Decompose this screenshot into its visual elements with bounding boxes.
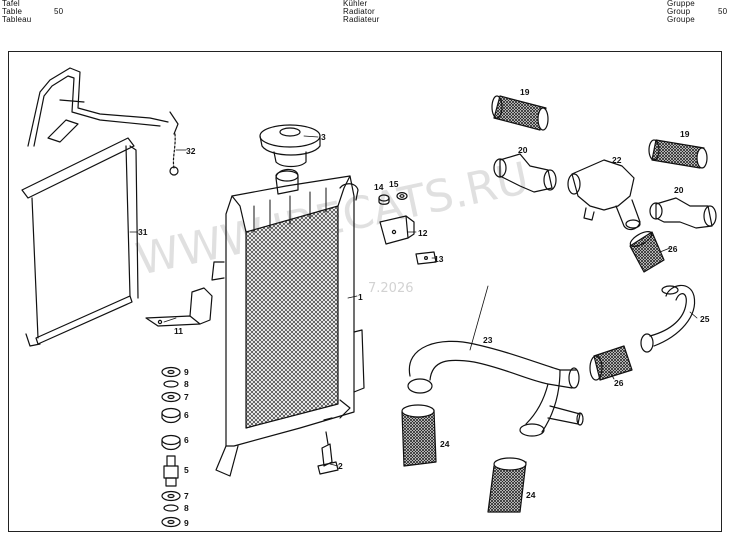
header-center-label-en: Radiator bbox=[343, 7, 375, 16]
part-13-plate bbox=[415, 251, 437, 265]
header-left-label-fr: Tableau bbox=[2, 15, 32, 24]
part-14-washer bbox=[378, 194, 390, 205]
diagram-frame bbox=[8, 51, 722, 532]
header-left-number: 50 bbox=[54, 7, 64, 16]
callout-11: 11 bbox=[174, 326, 183, 336]
part-3-radiator-cap bbox=[259, 124, 321, 168]
part-26-hose-upper bbox=[629, 231, 665, 273]
callout-7-top: 7 bbox=[184, 392, 189, 402]
header-right-label-de: Gruppe bbox=[667, 0, 695, 8]
part-12-angle-bracket bbox=[379, 215, 415, 245]
header-right-label-fr: Groupe bbox=[667, 15, 695, 24]
callout-6-bottom: 6 bbox=[184, 435, 189, 445]
callout-19-top: 19 bbox=[520, 87, 530, 97]
part-23-water-pipe bbox=[407, 340, 584, 437]
callout-9-top: 9 bbox=[184, 367, 189, 377]
header-left: Tafel Table Tableau bbox=[2, 0, 31, 24]
callout-1: 1 bbox=[358, 292, 363, 302]
part-11-bracket bbox=[145, 287, 213, 327]
part-24-hose-right bbox=[487, 457, 527, 513]
callout-26-upper: 26 bbox=[668, 244, 678, 254]
header-right-number: 50 bbox=[718, 7, 728, 16]
callout-9-bottom: 9 bbox=[184, 518, 189, 528]
callout-31: 31 bbox=[138, 227, 148, 237]
callout-26-lower: 26 bbox=[614, 378, 624, 388]
header-center-label-fr: Radiateur bbox=[343, 15, 380, 24]
header-center: Kühler Radiator Radiateur bbox=[343, 0, 380, 24]
callout-22: 22 bbox=[612, 155, 622, 165]
header-left-label-en: Table bbox=[2, 7, 23, 16]
part-25-bent-hose bbox=[640, 284, 696, 353]
callout-14: 14 bbox=[374, 182, 384, 192]
header-right-label-en: Group bbox=[667, 7, 691, 16]
watermark-date: 7.2026 bbox=[368, 281, 414, 296]
callout-7-bottom: 7 bbox=[184, 491, 189, 501]
callout-23: 23 bbox=[483, 335, 493, 345]
part-19-hose-right bbox=[648, 139, 708, 169]
callout-8-top: 8 bbox=[184, 379, 189, 389]
callout-20-right: 20 bbox=[674, 185, 684, 195]
header-left-label-de: Tafel bbox=[2, 0, 20, 8]
part-2-drain-tap bbox=[317, 417, 339, 475]
callout-12: 12 bbox=[418, 228, 428, 238]
callout-2: 2 bbox=[338, 461, 343, 471]
header-right: Gruppe Group Groupe bbox=[667, 0, 695, 24]
callout-15: 15 bbox=[389, 179, 399, 189]
callout-24-right: 24 bbox=[526, 490, 536, 500]
part-32-grille-bracket bbox=[27, 67, 179, 176]
callout-8-bottom: 8 bbox=[184, 503, 189, 513]
callout-32: 32 bbox=[186, 146, 196, 156]
part-20-elbow-upper bbox=[493, 153, 557, 193]
callout-13: 13 bbox=[434, 254, 444, 264]
part-stack-mounting-hardware bbox=[161, 366, 181, 528]
callout-24-left: 24 bbox=[440, 439, 450, 449]
leader-lines bbox=[129, 135, 698, 467]
part-31-radiator-blind bbox=[21, 137, 139, 347]
callout-20-top: 20 bbox=[518, 145, 528, 155]
header-center-label-de: Kühler bbox=[343, 0, 368, 8]
callout-25: 25 bbox=[700, 314, 710, 324]
part-22-thermostat-housing bbox=[567, 159, 641, 231]
callout-6-top: 6 bbox=[184, 410, 189, 420]
callout-5: 5 bbox=[184, 465, 189, 475]
part-1-radiator bbox=[211, 168, 365, 477]
part-19-hose-upper bbox=[491, 95, 549, 131]
part-26-hose-lower bbox=[589, 345, 633, 381]
part-15-nut bbox=[396, 192, 408, 201]
callout-19-right: 19 bbox=[680, 129, 690, 139]
part-20-elbow-right bbox=[649, 197, 717, 229]
part-24-hose-left bbox=[401, 404, 437, 467]
callout-3: 3 bbox=[321, 132, 326, 142]
